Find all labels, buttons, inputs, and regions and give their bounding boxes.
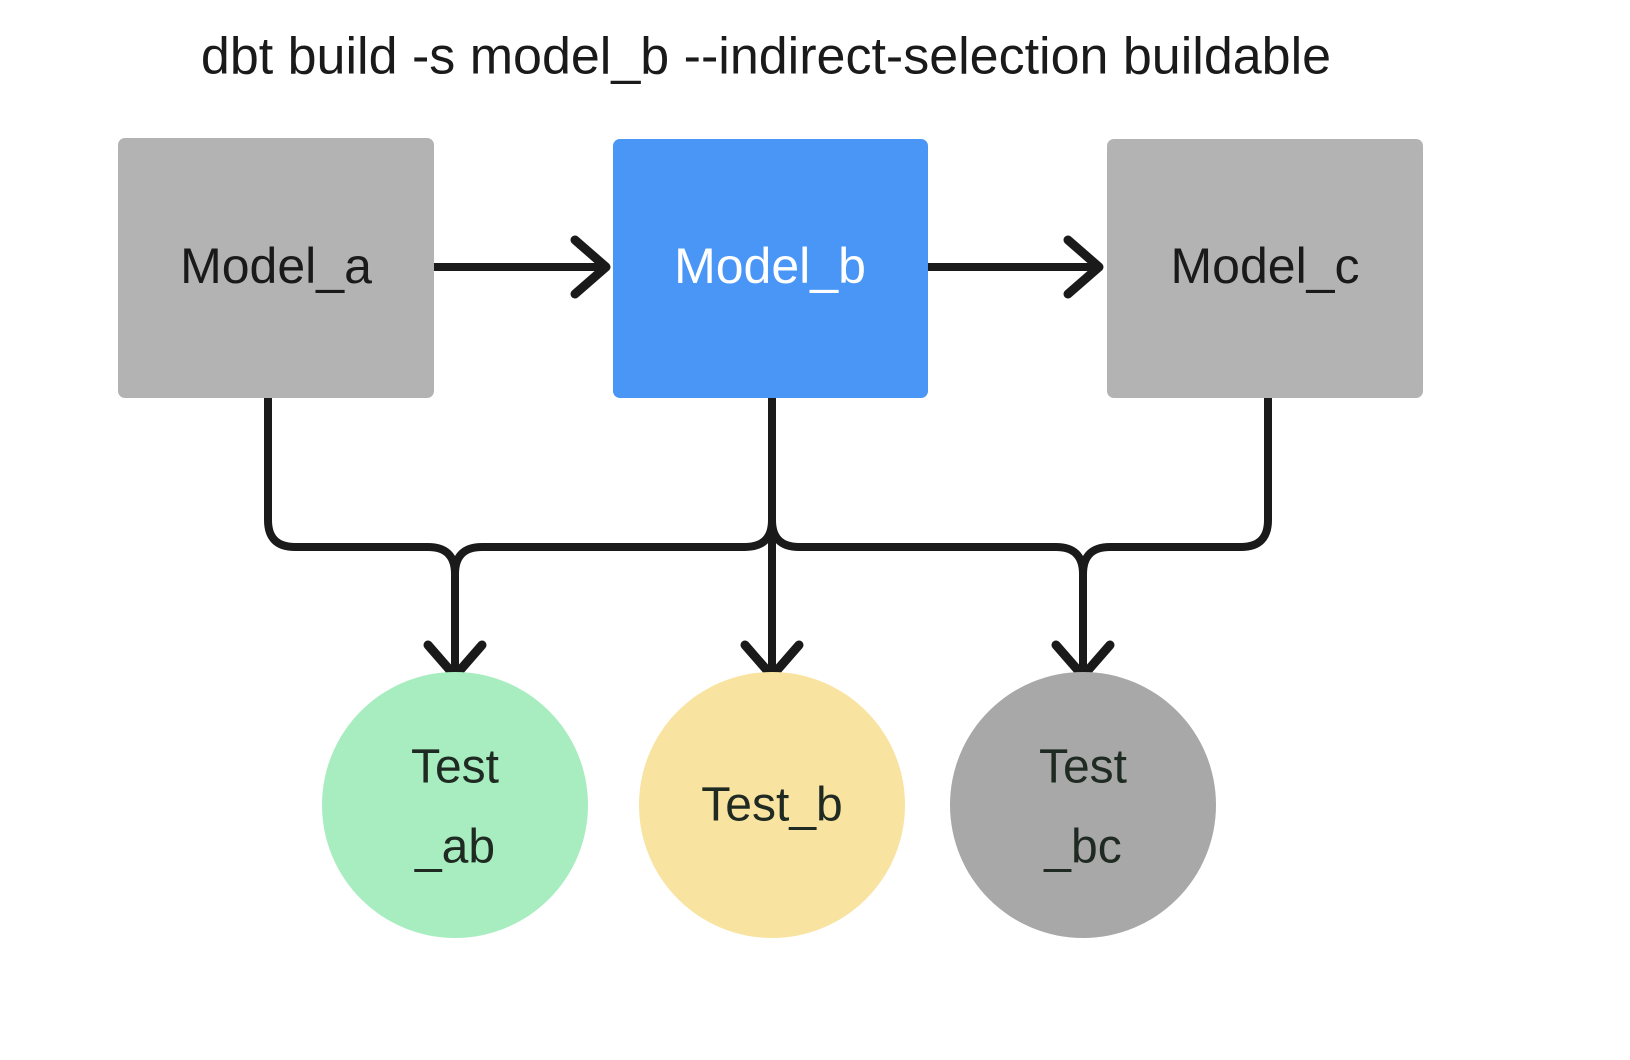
test-bc-label-line2: _bc	[1043, 821, 1121, 874]
model-b-label: Model_b	[674, 238, 866, 294]
node-test-bc[interactable]: Test _bc	[950, 672, 1216, 938]
node-test-ab[interactable]: Test _ab	[322, 672, 588, 938]
node-model-a[interactable]: Model_a	[118, 138, 434, 398]
node-test-b[interactable]: Test_b	[639, 672, 905, 938]
edge-model-a-to-test-ab	[264, 394, 487, 681]
edge-model-c-to-test-bc	[1051, 394, 1272, 681]
model-b-box[interactable]	[613, 139, 928, 398]
node-model-b[interactable]: Model_b	[613, 139, 928, 398]
model-a-label: Model_a	[180, 238, 372, 294]
test-bc-label-line1: Test	[1039, 741, 1127, 794]
test-bc-circle[interactable]	[950, 672, 1216, 938]
test-b-label-line1: Test_b	[701, 779, 842, 832]
model-c-label: Model_c	[1171, 238, 1360, 294]
edge-model-b-to-model-c	[924, 235, 1104, 299]
diagram-title: dbt build -s model_b --indirect-selectio…	[201, 28, 1331, 86]
edge-model-a-to-model-b	[430, 235, 611, 299]
model-c-box[interactable]	[1107, 139, 1423, 398]
test-ab-label-line2: _ab	[414, 821, 495, 874]
model-a-box[interactable]	[118, 138, 434, 398]
node-model-c[interactable]: Model_c	[1107, 139, 1423, 398]
test-ab-label-line1: Test	[411, 741, 499, 794]
edge-model-b-to-test-ab	[451, 394, 776, 578]
test-ab-circle[interactable]	[322, 672, 588, 938]
test-b-circle[interactable]	[639, 672, 905, 938]
edge-model-b-to-test-bc	[768, 394, 1087, 578]
